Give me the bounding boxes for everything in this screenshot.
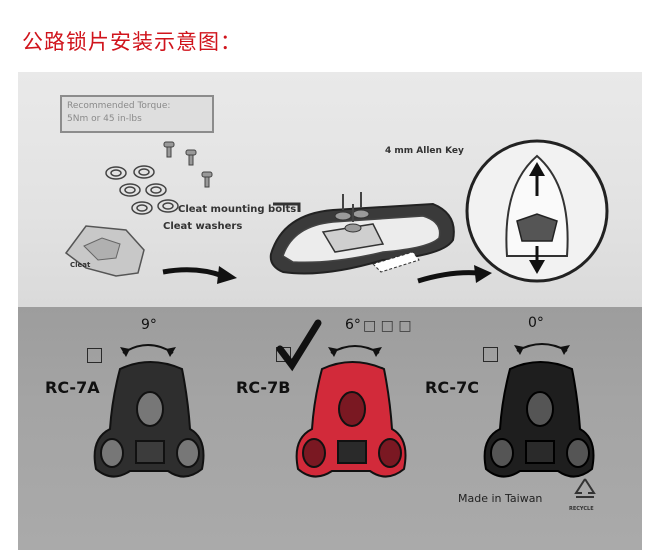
rc7a-checkbox: [87, 348, 102, 363]
washers-label: Cleat washers: [163, 221, 243, 232]
rc7c-label: RC-7C: [425, 378, 479, 397]
shoe-illustration: [269, 192, 455, 275]
rc7a-label: RC-7A: [45, 378, 100, 397]
bolts-label: Cleat mounting bolts: [178, 204, 297, 215]
cleat-options-panel: 9° RC-7A 6° □ □ □ RC-7B: [18, 307, 642, 550]
recycle-icon: [574, 478, 596, 498]
arrow-right-icon: [162, 266, 237, 284]
cleat-adjustment-inset: [465, 139, 609, 283]
glyph-boxes: □ □ □: [363, 318, 412, 334]
float-arrow-icon: [328, 345, 382, 357]
cleat-rc7b-icon: [295, 361, 407, 478]
arrow-right-icon: [417, 265, 492, 284]
torque-value: 5Nm or 45 in-lbs: [67, 114, 142, 124]
rc7c-checkbox: [483, 347, 498, 362]
torque-label: Recommended Torque:: [67, 101, 171, 111]
float-arrow-icon: [514, 343, 570, 355]
float-arrow-icon: [529, 162, 545, 274]
made-in-taiwan: Made in Taiwan: [458, 492, 543, 505]
rc7a-degree: 9°: [141, 317, 157, 333]
torque-box: Recommended Torque: 5Nm or 45 in-lbs: [60, 95, 214, 133]
cleat-label: Cleat: [70, 261, 91, 269]
installation-diagram: Recommended Torque: 5Nm or 45 in-lbs Cle…: [18, 72, 642, 307]
checkmark-icon: [276, 319, 322, 372]
rc7c-degree: 0°: [528, 315, 544, 331]
product-photo: Recommended Torque: 5Nm or 45 in-lbs Cle…: [18, 72, 642, 550]
page-title: 公路锁片安装示意图：: [22, 30, 242, 54]
rc7b-label: RC-7B: [236, 378, 291, 397]
recycle-label: RECYCLE: [569, 506, 594, 512]
allen-key-icon: [273, 202, 301, 212]
bolts-washers-illustration: [64, 141, 213, 277]
rc7b-checkbox: [276, 347, 291, 362]
allen-key-label: 4 mm Allen Key: [385, 146, 464, 156]
cleat-rc7a-icon: [93, 361, 205, 478]
float-arrow-icon: [120, 344, 176, 357]
cleat-rc7c-icon: [483, 361, 595, 478]
rc7b-degree: 6°: [345, 317, 361, 333]
